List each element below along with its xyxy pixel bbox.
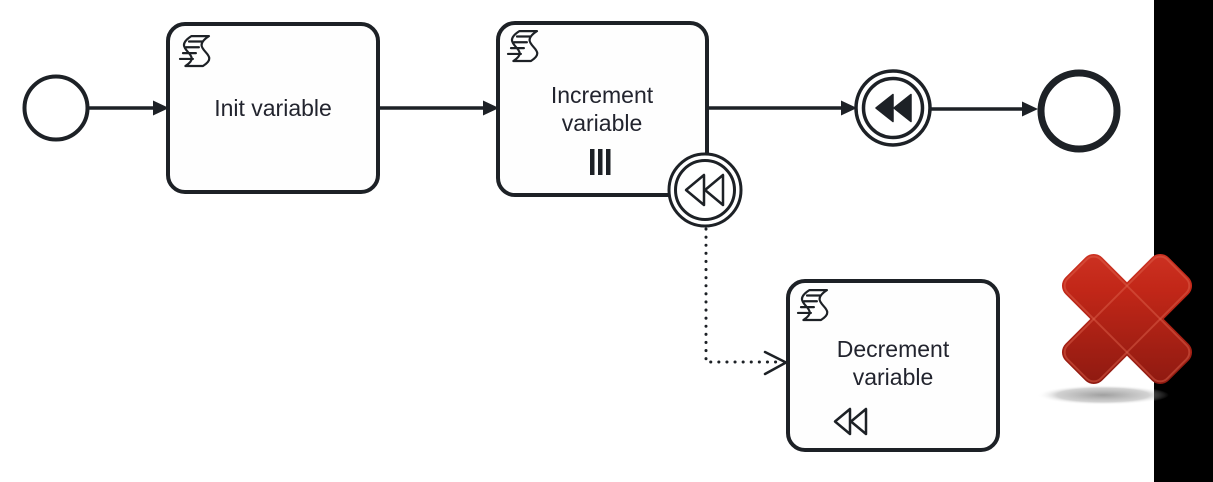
task-decrement-variable[interactable]: Decrement variable — [786, 279, 1000, 452]
sequence-flow-increment-to-throw[interactable] — [708, 100, 857, 116]
x-shadow — [1037, 385, 1169, 405]
end-event[interactable] — [1037, 69, 1121, 153]
sequence-flow-init-to-increment[interactable] — [380, 100, 499, 116]
start-event[interactable] — [22, 74, 90, 142]
parallel-multi-instance-marker-icon — [590, 149, 611, 175]
arrowhead-icon — [841, 100, 857, 116]
boundary-compensation-event[interactable] — [667, 152, 743, 228]
script-task-icon — [506, 30, 539, 63]
script-task-icon — [178, 35, 211, 68]
compensation-association-flow[interactable] — [704, 227, 788, 376]
arrowhead-icon — [153, 100, 169, 116]
compensation-marker-icon — [833, 407, 868, 436]
task-label[interactable]: Init variable — [214, 95, 332, 121]
task-label-line2[interactable]: variable — [853, 364, 934, 390]
arrowhead-icon — [483, 100, 499, 116]
arrowhead-icon — [1022, 101, 1038, 117]
compensation-icon-filled — [875, 93, 912, 123]
sequence-flow-throw-to-end[interactable] — [931, 101, 1038, 117]
task-init-variable[interactable]: Init variable — [166, 22, 380, 194]
task-label-line2[interactable]: variable — [562, 110, 643, 136]
task-label-line1[interactable]: Decrement — [837, 336, 950, 362]
script-task-icon — [796, 289, 829, 322]
sequence-flow-start-to-init[interactable] — [89, 100, 169, 116]
compensation-throw-event[interactable] — [854, 69, 932, 147]
task-increment-variable[interactable]: Increment variable — [496, 21, 709, 197]
compensation-icon — [684, 173, 725, 207]
side-bar — [1154, 0, 1213, 482]
task-label-line1[interactable]: Increment — [551, 82, 654, 108]
red-x-icon — [1037, 253, 1193, 405]
